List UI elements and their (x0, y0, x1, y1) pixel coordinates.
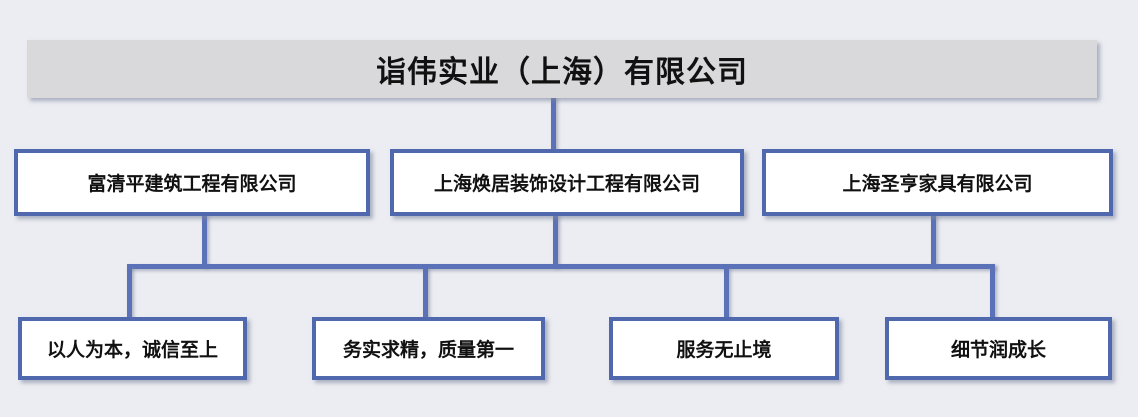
value-box-4: 细节润成长 (885, 317, 1112, 380)
connector-riser-subsidiary-2 (553, 214, 558, 267)
value-label-4: 细节润成长 (950, 340, 1046, 361)
root-company-label: 诣伟实业（上海）有限公司 (376, 56, 748, 89)
value-box-1: 以人为本，诚信至上 (18, 317, 247, 380)
subsidiary-label-2: 上海焕居装饰设计工程有限公司 (433, 174, 700, 195)
subsidiary-box-1: 富清平建筑工程有限公司 (14, 149, 370, 216)
value-box-2: 务实求精，质量第一 (312, 317, 545, 380)
connector-drop-value-1 (127, 266, 132, 318)
value-box-3: 服务无止境 (609, 317, 839, 380)
value-label-1: 以人为本，诚信至上 (46, 340, 218, 361)
connector-drop-value-4 (990, 264, 995, 318)
subsidiary-label-3: 上海圣亨家具有限公司 (842, 174, 1033, 195)
connector-riser-subsidiary-3 (931, 214, 936, 267)
subsidiary-box-3: 上海圣亨家具有限公司 (762, 149, 1113, 216)
subsidiary-label-1: 富清平建筑工程有限公司 (87, 174, 297, 195)
root-company-box: 诣伟实业（上海）有限公司 (27, 40, 1097, 98)
connector-root-to-middle (551, 96, 556, 152)
connector-drop-value-3 (724, 266, 729, 318)
connector-drop-value-2 (423, 266, 428, 318)
connector-horizontal-bus (127, 264, 995, 269)
value-label-2: 务实求精，质量第一 (342, 340, 514, 361)
connector-riser-subsidiary-1 (202, 214, 207, 267)
value-label-3: 服务无止境 (676, 340, 772, 361)
subsidiary-box-2: 上海焕居装饰设计工程有限公司 (390, 149, 744, 216)
